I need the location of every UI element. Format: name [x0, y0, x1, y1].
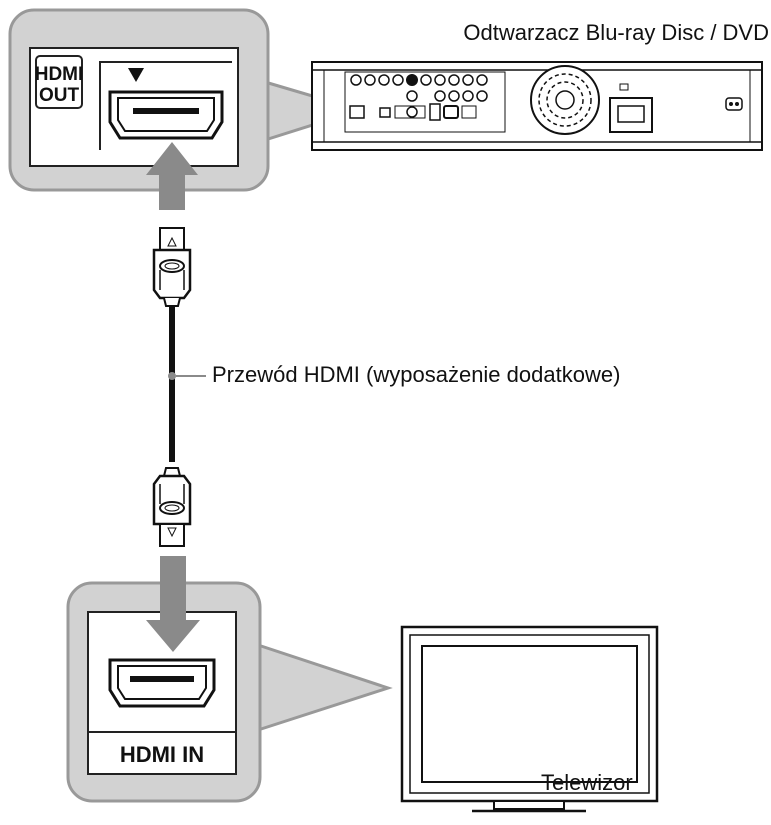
hdmi-plug-bottom — [152, 467, 192, 547]
cable-label: Przewód HDMI (wyposażenie dodatkowe) — [212, 362, 621, 387]
hdmi-in-label: HDMI IN — [120, 742, 204, 767]
hdmi-out-port — [108, 90, 224, 140]
arrow-down-icon — [146, 556, 200, 652]
arrow-up-icon — [146, 142, 198, 210]
hdmi-out-label-line1: HDMI — [35, 64, 84, 85]
hdmi-cable — [152, 227, 206, 547]
device-label: Odtwarzacz Blu-ray Disc / DVD — [463, 20, 769, 45]
callout-wedge-bottom — [256, 642, 393, 733]
bluray-player — [311, 61, 763, 151]
hdmi-out-label-line2: OUT — [39, 85, 80, 106]
hdmi-in-port — [108, 658, 216, 708]
tv-stand — [493, 800, 565, 810]
cable-pointer-dot — [168, 372, 176, 380]
hdmi-plug-top — [152, 227, 192, 307]
fan-vent — [530, 65, 600, 135]
down-triangle-icon — [128, 68, 144, 82]
television — [400, 625, 659, 813]
hdmi-out-callout: HDMI OUT — [8, 8, 366, 210]
tv-label: Telewizor — [541, 770, 633, 795]
hdmi-in-callout: HDMI IN — [66, 556, 393, 803]
